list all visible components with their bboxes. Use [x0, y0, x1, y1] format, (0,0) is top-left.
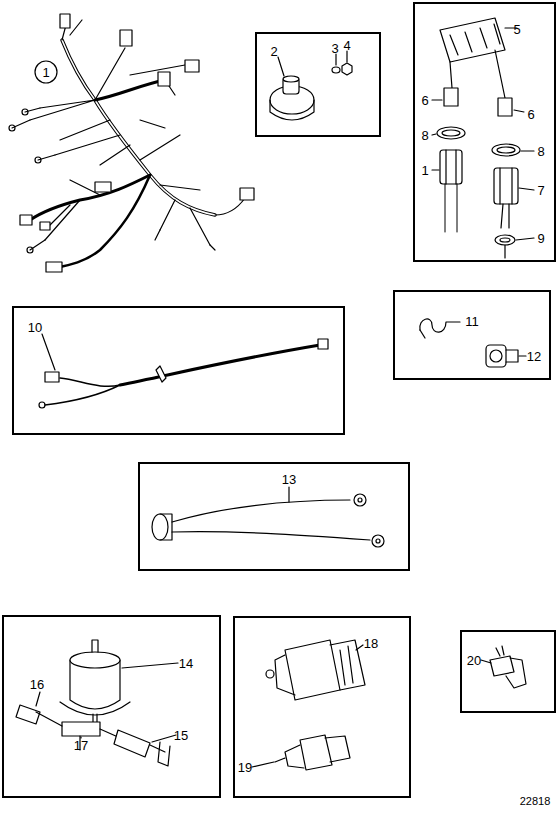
parts-panel: 14 15 16 17	[2, 615, 221, 798]
callout-number: 1	[42, 66, 49, 79]
parts-panel: 5 6 6 8 1 8 7 9	[413, 2, 556, 262]
callout-number: 14	[179, 657, 193, 670]
callout-number: 2	[270, 45, 277, 58]
temperature-senders	[252, 640, 365, 770]
callout-number: 18	[364, 637, 378, 650]
parts-panel: 1819	[233, 616, 411, 798]
callout-number: 6	[527, 108, 534, 121]
callout-number: 10	[28, 321, 42, 334]
callout-number: 12	[527, 350, 541, 363]
parts-panel: 13	[138, 462, 410, 571]
callout-number: 8	[537, 145, 544, 158]
callout-number: 19	[238, 761, 252, 774]
callout-number: 5	[513, 23, 520, 36]
oil-pressure-sender-set	[16, 640, 178, 766]
callout-number: 7	[537, 184, 544, 197]
callout-number: 9	[537, 232, 544, 245]
drawing-number: 22818	[520, 795, 551, 808]
parts-panel: 20	[460, 630, 556, 713]
connector-kit	[432, 18, 534, 258]
sensor	[481, 646, 526, 688]
distributor-cap-nut-washer	[270, 51, 352, 120]
parts-panel: 2 34	[255, 32, 381, 137]
callout-number: 6	[421, 94, 428, 107]
cable-with-terminals	[152, 487, 384, 547]
callout-number: 3	[331, 42, 338, 55]
callout-number: 16	[30, 678, 44, 691]
parts-panel: 11 12	[393, 290, 551, 380]
parts-panel: 10	[12, 306, 345, 435]
wiring-harness	[9, 14, 254, 272]
cable	[39, 334, 328, 408]
callout-number: 11	[465, 315, 479, 328]
callout-circle	[35, 61, 57, 83]
callout-number: 17	[74, 739, 88, 752]
callout-number: 13	[282, 473, 296, 486]
callout-number: 20	[467, 654, 481, 667]
callout-number: 8	[421, 129, 428, 142]
callout-number: 15	[174, 729, 188, 742]
callout-number: 1	[421, 164, 428, 177]
callout-number: 4	[343, 39, 350, 52]
